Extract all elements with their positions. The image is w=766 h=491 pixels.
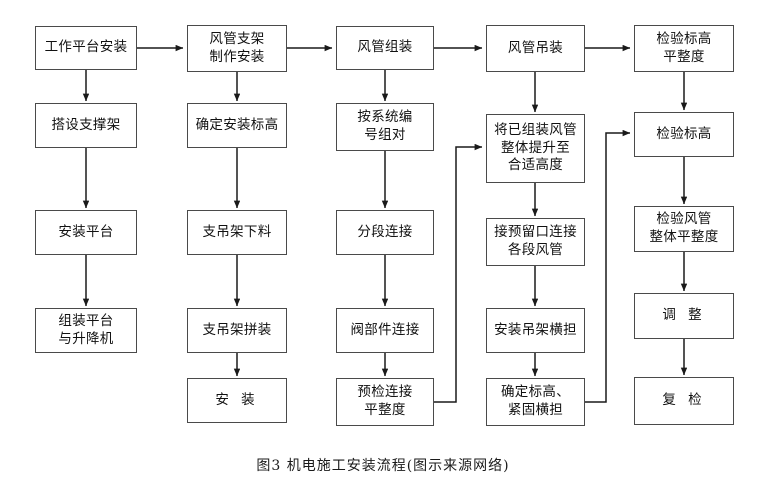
node-duct-bracket-fabrication[interactable]: 风管支架 制作安装 [187, 25, 287, 72]
node-determine-install-elevation[interactable]: 确定安装标高 [187, 103, 287, 148]
node-hanger-assembly[interactable]: 支吊架拼装 [187, 308, 287, 353]
node-install-hanger-crossbar[interactable]: 安装吊架横担 [486, 308, 585, 353]
node-assemble-platform-lift[interactable]: 组装平台 与升降机 [35, 308, 137, 353]
node-sectional-connection[interactable]: 分段连接 [336, 210, 434, 255]
node-reinspection[interactable]: 复 检 [634, 377, 734, 425]
node-lift-assembled-duct[interactable]: 将已组装风管 整体提升至 合适高度 [486, 114, 585, 183]
node-duct-hoisting[interactable]: 风管吊装 [486, 25, 585, 72]
node-connect-reserved-openings[interactable]: 接预留口连接 各段风管 [486, 218, 585, 266]
node-fix-elevation-tighten-crossbar[interactable]: 确定标高、 紧固横担 [486, 378, 585, 426]
node-valve-component-connection[interactable]: 阀部件连接 [336, 308, 434, 353]
node-install-platform[interactable]: 安装平台 [35, 210, 137, 255]
edge-feedback-n19-n21 [585, 129, 631, 403]
node-pair-by-system-number[interactable]: 按系统编 号组对 [336, 103, 434, 151]
node-duct-assembly[interactable]: 风管组装 [336, 26, 434, 70]
node-work-platform-install[interactable]: 工作平台安装 [35, 26, 137, 70]
node-adjustment[interactable]: 调 整 [634, 293, 734, 339]
node-inspect-duct-overall-flatness[interactable]: 检验风管 整体平整度 [634, 206, 734, 252]
node-hanger-cutting[interactable]: 支吊架下料 [187, 210, 287, 255]
figure-caption: 图3 机电施工安装流程(图示来源网络) [256, 458, 510, 474]
node-preinspect-connection-flatness[interactable]: 预检连接 平整度 [336, 378, 434, 426]
node-inspect-elevation[interactable]: 检验标高 [634, 112, 734, 157]
edge-feedback-n14-n16 [434, 143, 483, 403]
node-inspect-elevation-flatness[interactable]: 检验标高 平整度 [634, 25, 734, 72]
node-installation[interactable]: 安 装 [187, 378, 287, 423]
node-build-support-frame[interactable]: 搭设支撑架 [35, 103, 137, 148]
